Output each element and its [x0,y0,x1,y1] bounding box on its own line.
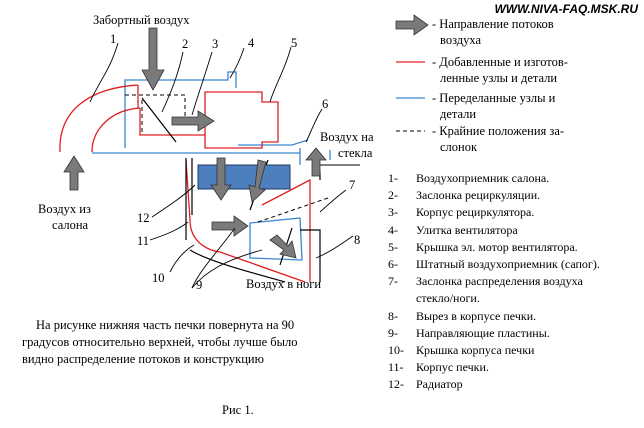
list-item: 7-Заслонка распределения воздуха [388,274,583,289]
callout-4: 4 [248,36,255,50]
callout-1: 1 [110,32,117,46]
legend-red-line1: - Добавленные и изготов- [432,55,568,69]
label-to-feet: Воздух в ноги [246,277,322,291]
label-from-cabin-line2: салона [52,218,89,232]
list-item: 6-Штатный воздухоприемник (сапог). [388,256,600,271]
arrow-from-cabin [63,155,85,191]
list-item: 11-Корпус печки. [388,360,489,375]
label-to-glass-line1: Воздух на [320,130,374,144]
legend-red-line2: ленные узлы и детали [440,71,558,85]
callout-12: 12 [137,211,150,225]
callout-8: 8 [354,233,361,247]
list-item: 3-Корпус рециркулятора. [388,205,535,220]
parts-list: 1-Воздухоприемник салона. 2-Заслонка рец… [388,170,600,393]
list-item: 5-Крышка эл. мотор вентилятора. [388,239,578,254]
legend-dashed-line1: - Крайние положения за- [432,124,565,138]
list-item: 8-Вырез в корпусе печки. [388,308,537,323]
flow-arrows [63,14,429,259]
callout-3: 3 [212,37,219,51]
legend-arrow-icon [395,14,429,36]
callout-11: 11 [137,234,150,248]
list-item: 9-Направляющие пластины. [388,325,550,340]
list-item: стекло/ноги. [416,291,480,306]
legend-dashed-line2: слонок [440,140,478,154]
legend-blue-line1: - Переделанные узлы и [432,91,556,105]
modified-parts [92,71,331,261]
added-parts [59,84,311,283]
label-intake: Забортный воздух [93,13,190,27]
arrow-down-left [210,157,232,201]
arrow-to-feet [269,234,297,259]
callout-9: 9 [196,278,203,292]
callout-leaders [89,42,354,289]
arrow-intake [141,27,165,91]
list-item: 4-Улитка вентилятора [388,222,518,237]
legend-blue-line2: детали [440,107,477,121]
list-item: 2-Заслонка рециркуляции. [388,188,541,203]
figure-label: Рис 1. [222,403,254,417]
callout-2: 2 [182,37,189,51]
list-item: 1-Воздухоприемник салона. [388,171,550,185]
arrow-to-glass [305,147,327,177]
figure-caption: На рисунке нижняя часть печки повернута … [22,318,298,366]
arrow-fan [171,110,215,132]
site-url: WWW.NIVA-FAQ.MSK.RU [494,2,638,16]
callout-7: 7 [349,178,356,192]
arrow-right-lower [211,215,249,237]
legend-arrow-line1: - Направление потоков [432,17,554,31]
label-to-glass-line2: стекла [338,146,373,160]
callout-10: 10 [152,271,165,285]
callout-5: 5 [291,36,298,50]
label-from-cabin-line1: Воздух из [38,202,91,216]
list-item: 10-Крышка корпуса печки [388,342,535,357]
legend-arrow-line2: воздуха [440,33,482,47]
callout-6: 6 [322,97,329,111]
list-item: 12-Радиатор [388,377,463,392]
flap-positions [125,94,329,223]
arrow-down-right [248,159,267,203]
